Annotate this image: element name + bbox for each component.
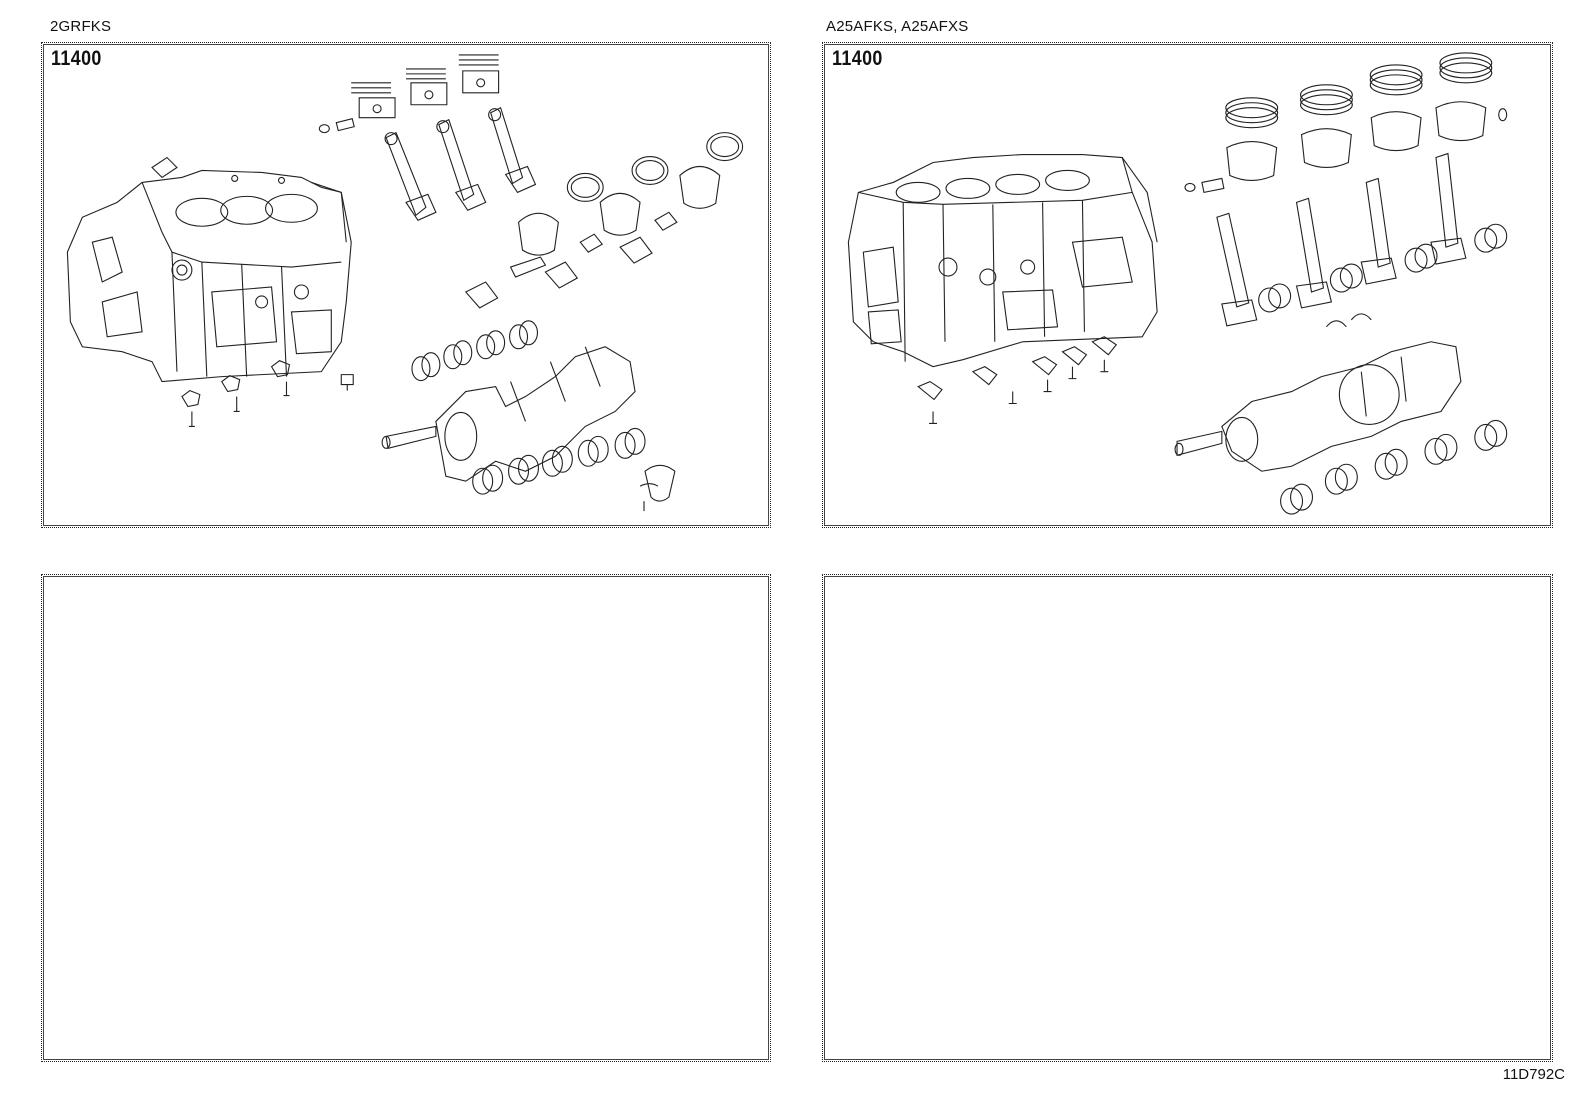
short-block-v6-illustration xyxy=(42,43,770,527)
cylinder-block-drawing xyxy=(67,158,351,382)
main-bearings-drawing xyxy=(1281,420,1507,514)
empty-panel-bottom-right xyxy=(822,574,1553,1062)
connecting-rods-drawing xyxy=(1217,154,1466,326)
crankshaft-drawing xyxy=(1175,342,1461,471)
bearing-cap-bolts-drawing xyxy=(182,361,353,427)
thrust-washers-drawing xyxy=(1326,314,1371,327)
parts-panel-a25afks[interactable]: 11400 xyxy=(822,42,1553,528)
main-bearings-lower-drawing xyxy=(473,428,675,511)
drawing-id: 11D792C xyxy=(1502,1066,1565,1083)
pistons-drawing xyxy=(1185,102,1507,193)
piston-rings-drawing xyxy=(1226,53,1492,128)
main-bearings-upper-drawing xyxy=(412,321,537,381)
part-number: 11400 xyxy=(51,47,102,70)
part-number: 11400 xyxy=(832,47,883,70)
lower-rods-drawing xyxy=(466,212,677,308)
rod-bearings-drawing xyxy=(1259,224,1507,312)
engine-code-label-1: 2GRFKS xyxy=(50,18,112,35)
piston-rings-drawing xyxy=(519,133,743,255)
piston-set-drawing xyxy=(319,55,498,133)
crankshaft-drawing xyxy=(382,347,635,481)
bearing-cap-bolts-drawing xyxy=(918,337,1116,424)
short-block-inline4-illustration xyxy=(823,43,1552,527)
engine-code-label-2: A25AFKS, A25AFXS xyxy=(826,18,969,35)
parts-panel-2grfks[interactable]: 11400 xyxy=(41,42,771,528)
cylinder-block-drawing xyxy=(848,155,1157,367)
connecting-rods-drawing xyxy=(385,108,535,221)
empty-panel-bottom-left xyxy=(41,574,771,1062)
